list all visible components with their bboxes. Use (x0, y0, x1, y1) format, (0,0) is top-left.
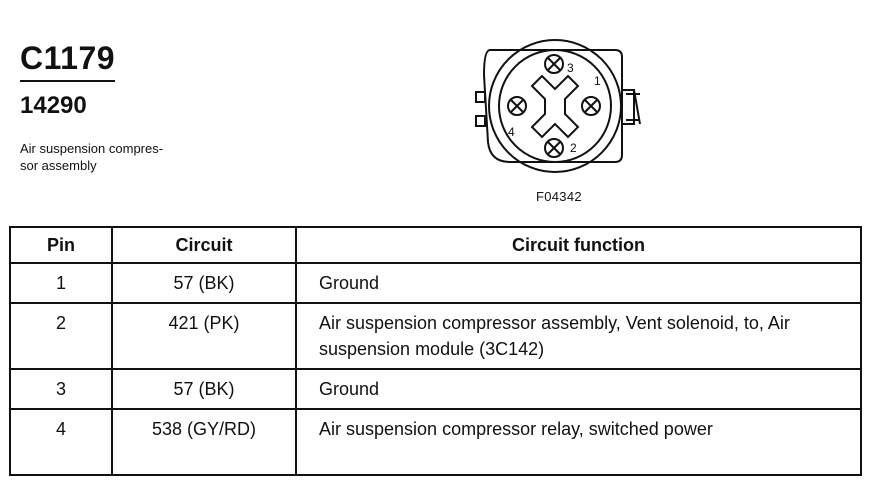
header-circuit-function: Circuit function (295, 226, 862, 264)
housing-latch-right (621, 89, 635, 125)
header-circuit: Circuit (111, 226, 297, 264)
pin-cell: 3 (9, 368, 113, 410)
circuit-cell: 538 (GY/RD) (111, 408, 297, 476)
function-cell: Ground (295, 368, 862, 410)
connector-housing (482, 49, 623, 163)
center-key (530, 74, 580, 139)
pin-cell: 2 (9, 302, 113, 370)
connector-header: C1179 14290 Air suspension compres- sor … (20, 40, 250, 174)
function-cell: Air suspension compressor relay, switche… (295, 408, 862, 476)
table-row: 3 57 (BK) Ground (9, 368, 862, 410)
connector-face-svg: 1 2 3 4 (475, 39, 641, 173)
pin-label-4: 4 (508, 125, 515, 139)
connector-face-inner (498, 49, 612, 163)
pin-1-terminal (581, 96, 601, 116)
housing-tab-left-bottom (475, 115, 486, 127)
circuit-cell: 57 (BK) (111, 262, 297, 304)
pin-2-terminal (544, 138, 564, 158)
pin-cell: 4 (9, 408, 113, 476)
connector-id: C1179 (20, 40, 116, 76)
pin-label-3: 3 (567, 61, 574, 75)
pinout-table: Pin Circuit Circuit function 1 57 (BK) G… (9, 226, 862, 476)
pin-4-terminal (507, 96, 527, 116)
pin-cell: 1 (9, 262, 113, 304)
circuit-cell: 57 (BK) (111, 368, 297, 410)
circuit-cell: 421 (PK) (111, 302, 297, 370)
table-row: 2 421 (PK) Air suspension compressor ass… (9, 302, 862, 370)
component-description: Air suspension compres- sor assembly (20, 141, 164, 173)
table-header-row: Pin Circuit Circuit function (9, 226, 862, 264)
table-row: 1 57 (BK) Ground (9, 262, 862, 304)
header-pin: Pin (9, 226, 113, 264)
pin-3-terminal (544, 54, 564, 74)
pin-label-2: 2 (570, 141, 577, 155)
connector-face-diagram: 1 2 3 4 (470, 30, 650, 180)
function-cell: Air suspension compressor assembly, Vent… (295, 302, 862, 370)
title-underline (20, 80, 115, 82)
part-number: 14290 (20, 92, 87, 119)
connector-face-outer (488, 39, 622, 173)
table-row: 4 538 (GY/RD) Air suspension compressor … (9, 408, 862, 476)
function-cell: Ground (295, 262, 862, 304)
pin-label-1: 1 (594, 74, 601, 88)
figure-id: F04342 (536, 189, 582, 204)
housing-tab-left-top (475, 91, 486, 103)
